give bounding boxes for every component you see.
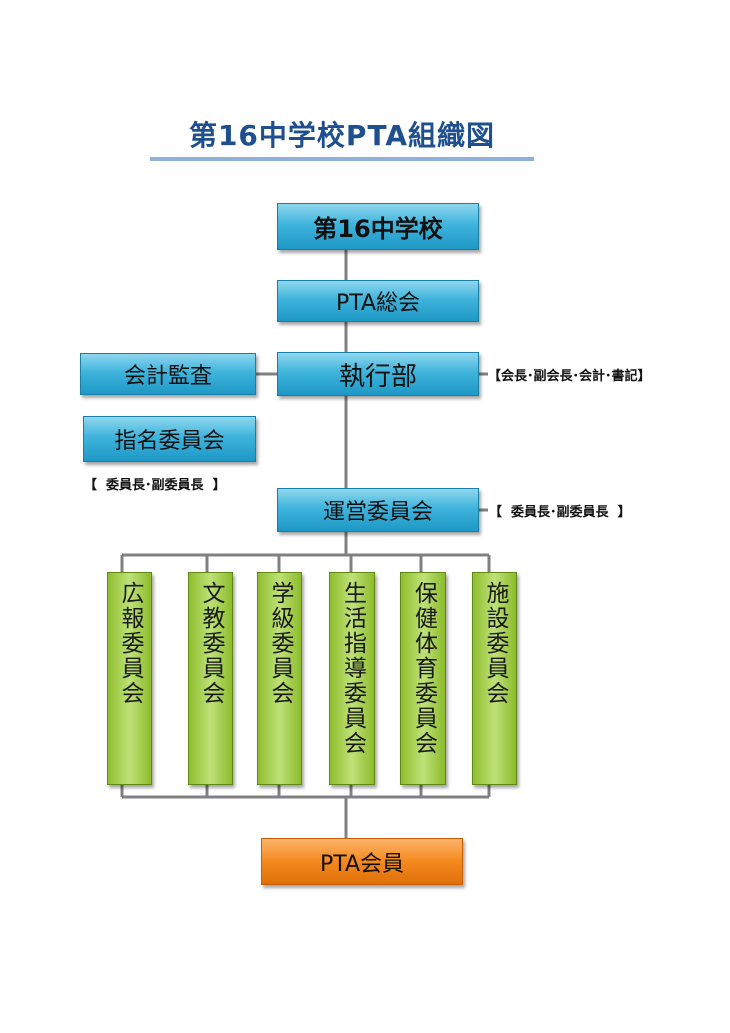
steering-label: 運営委員会 xyxy=(322,500,433,525)
committee-box: 生活指導委員会 xyxy=(329,572,375,785)
committee-box: 文教委員会 xyxy=(188,572,233,785)
members-label: PTA会員 xyxy=(319,851,405,877)
nomination-label: 指名委員会 xyxy=(114,429,225,454)
committee-label: 保健体育委員会 xyxy=(410,581,437,756)
committee-label: 文教委員会 xyxy=(198,581,224,706)
nomination-roles-note: 【 委員長･副委員長 】 xyxy=(84,478,226,493)
steering-box: 運営委員会 xyxy=(277,488,479,532)
committee-box: 学級委員会 xyxy=(257,572,302,785)
title-underline xyxy=(150,157,534,161)
steering-roles-note: 【 委員長･副委員長 】 xyxy=(489,505,631,520)
general-meeting-label: PTA総会 xyxy=(335,291,421,316)
executive-label: 執行部 xyxy=(338,361,417,392)
page-title: 第16中学校PTA組織図 xyxy=(188,119,496,152)
school-box: 第16中学校 xyxy=(277,203,479,250)
general-meeting-box: PTA総会 xyxy=(277,280,479,322)
nomination-box: 指名委員会 xyxy=(83,416,256,462)
committee-label: 生活指導委員会 xyxy=(339,581,366,756)
members-box: PTA会員 xyxy=(261,838,463,885)
school-label: 第16中学校 xyxy=(313,215,443,243)
executive-roles-note: 【会長･副会長･会計･書記】 xyxy=(488,369,651,384)
committee-label: 学級委員会 xyxy=(267,581,293,706)
committee-box: 保健体育委員会 xyxy=(400,572,446,785)
committee-label: 施設委員会 xyxy=(482,581,508,706)
committee-label: 広報委員会 xyxy=(117,581,143,706)
executive-box: 執行部 xyxy=(277,352,479,396)
audit-box: 会計監査 xyxy=(80,353,256,395)
committee-box: 施設委員会 xyxy=(472,572,517,785)
committee-box: 広報委員会 xyxy=(107,572,152,785)
audit-label: 会計監査 xyxy=(123,364,212,389)
